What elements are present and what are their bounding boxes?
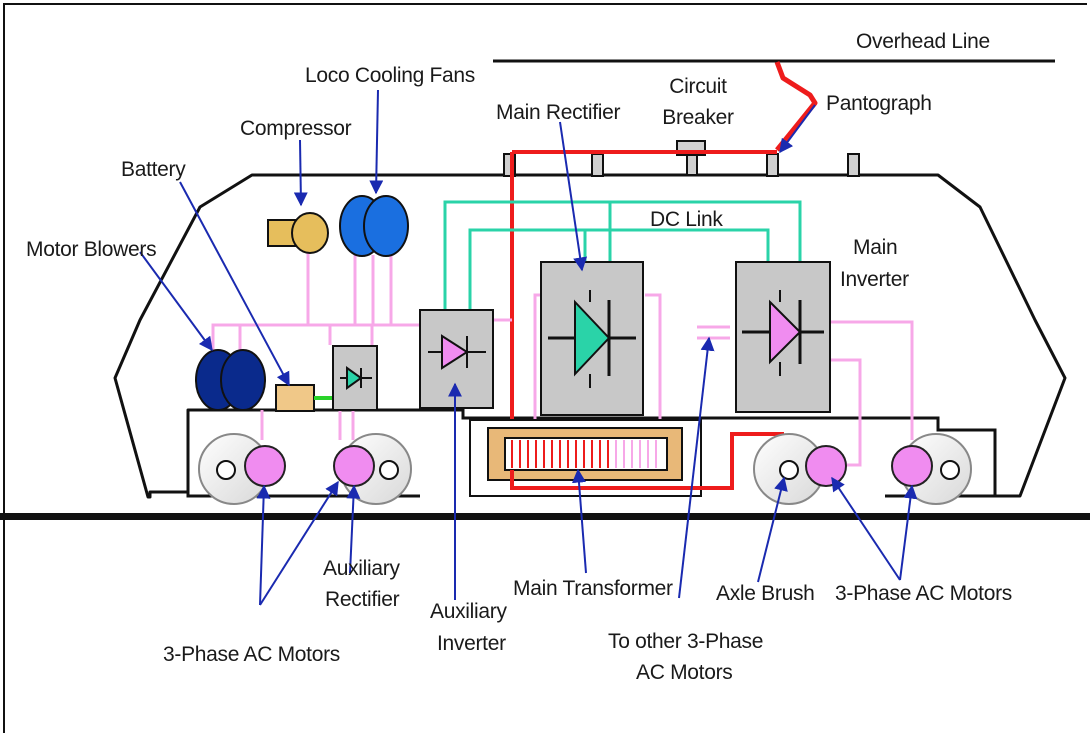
label-pantograph: Pantograph: [826, 92, 932, 115]
label-main-inverter-line1: Main: [853, 236, 898, 259]
image-frame: [3, 3, 1087, 733]
underframe: [186, 408, 997, 498]
label-dc-link: DC Link: [650, 208, 723, 231]
label-main-rectifier: Main Rectifier: [496, 101, 621, 124]
callout-arrows: [139, 89, 918, 606]
label-main-transformer: Main Transformer: [513, 577, 673, 600]
label-loco-cooling-fans: Loco Cooling Fans: [305, 64, 476, 87]
axle-hubs: [216, 460, 960, 480]
label-3-phase-ac-motors-left: 3-Phase AC Motors: [163, 643, 340, 666]
main-rectifier: [540, 261, 644, 416]
main-inverter: [735, 261, 831, 413]
label-3-phase-ac-motors-right: 3-Phase AC Motors: [835, 582, 1012, 605]
aux-inverter: [419, 309, 494, 409]
loco-cooling-fans: [339, 195, 409, 257]
main-transformer: [469, 419, 786, 497]
label-aux-inverter-line1: Auxiliary: [430, 600, 507, 623]
aux-rectifier: [332, 345, 378, 411]
label-to-other-motors-line1: To other 3-Phase: [608, 630, 764, 653]
label-compressor: Compressor: [240, 117, 352, 140]
battery: [275, 384, 315, 412]
motor-blowers: [195, 349, 266, 411]
label-aux-rectifier-line1: Auxiliary: [323, 557, 400, 580]
compressor: [267, 212, 329, 254]
label-circuit-breaker-line1: Circuit: [669, 75, 727, 98]
label-axle-brush: Axle Brush: [716, 582, 815, 605]
label-battery: Battery: [121, 158, 186, 181]
label-aux-inverter-line2: Inverter: [437, 632, 506, 655]
pantograph: [774, 61, 818, 152]
dc-link: [443, 200, 802, 310]
rail: [0, 513, 1090, 520]
label-circuit-breaker-line2: Breaker: [662, 106, 734, 129]
label-overhead-line: Overhead Line: [856, 30, 990, 53]
label-motor-blowers: Motor Blowers: [26, 238, 157, 261]
traction-motors: [244, 445, 933, 487]
label-main-inverter-line2: Inverter: [840, 268, 909, 291]
label-aux-rectifier-line2: Rectifier: [325, 588, 400, 611]
label-to-other-motors-line2: AC Motors: [636, 661, 733, 684]
roof-insulators: [503, 140, 860, 177]
